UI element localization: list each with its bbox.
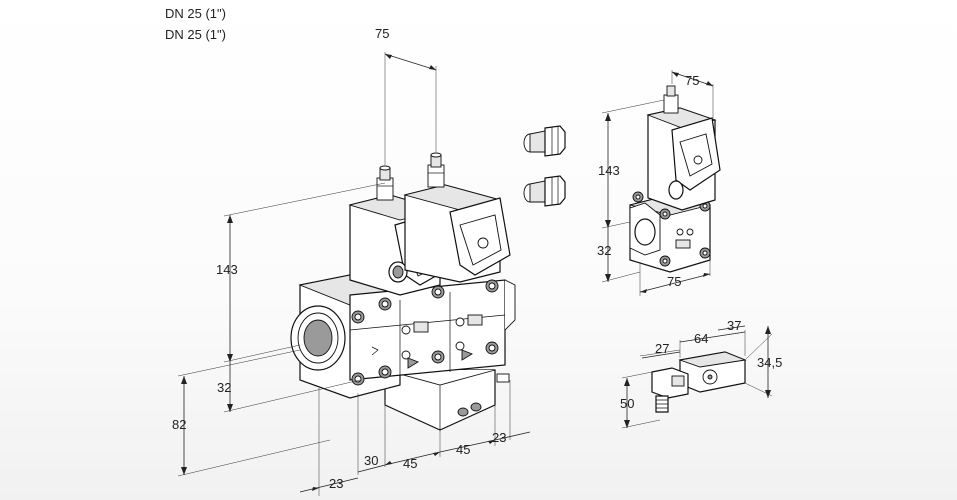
dim-label-23-right: 23 (492, 430, 506, 445)
side-view-valve (629, 85, 721, 273)
side-dim-label-75-bottom: 75 (667, 274, 681, 289)
conn-dim-label-37: 37 (727, 318, 741, 333)
dim-side-view: 75 143 32 75 (597, 70, 714, 296)
conn-dim-label-50: 50 (620, 396, 634, 411)
title-line-2: DN 25 (1") (165, 27, 226, 42)
conn-dim-label-27: 27 (655, 341, 669, 356)
dim-vertical-main: 143 32 (216, 182, 386, 413)
dim-label-32: 32 (217, 380, 231, 395)
dim-top-spacing: 75 (375, 26, 437, 165)
side-dim-label-143: 143 (598, 163, 620, 178)
dim-label-23-left: 23 (329, 476, 343, 491)
dim-label-75: 75 (375, 26, 389, 41)
dim-label-30: 30 (364, 453, 378, 468)
side-dim-label-75-top: 75 (685, 73, 699, 88)
cable-glands (523, 125, 566, 207)
dim-label-45-b: 45 (456, 442, 470, 457)
connector-view (651, 351, 747, 413)
conn-dim-label-34-5: 34,5 (757, 355, 782, 370)
dim-bottom-main: 23 30 45 45 23 (299, 380, 531, 496)
dim-vertical-82: 82 (172, 349, 331, 477)
title-line-1: DN 25 (1") (165, 6, 226, 21)
cable-gland-lower (523, 175, 566, 207)
cable-gland-upper (523, 125, 566, 157)
dim-label-82: 82 (172, 417, 186, 432)
dim-label-143: 143 (216, 262, 238, 277)
conn-dim-label-64: 64 (694, 331, 708, 346)
dim-label-45-a: 45 (403, 456, 417, 471)
dim-connector: 27 64 37 34,5 50 (620, 318, 782, 429)
side-dim-label-32: 32 (597, 243, 611, 258)
main-valve-assembly (290, 152, 516, 431)
